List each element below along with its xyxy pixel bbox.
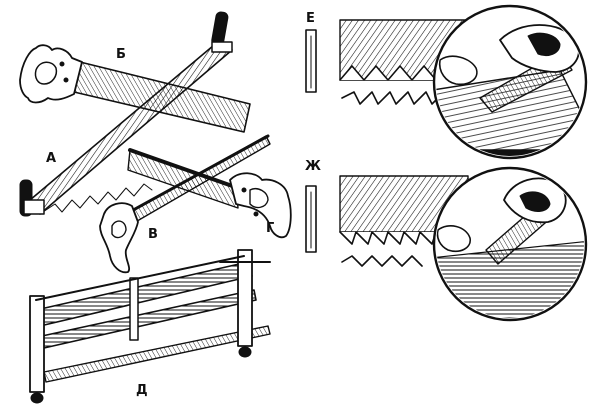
- detail-crosscut: [432, 4, 588, 160]
- saw-d: [29, 249, 271, 404]
- label-v: В: [148, 227, 158, 242]
- label-d: Д: [136, 383, 148, 398]
- saw-b: [19, 44, 251, 133]
- saw-v-g: [99, 134, 292, 274]
- saw-a-handle-top: [211, 11, 233, 53]
- label-zh: Ж: [305, 159, 321, 174]
- detail-rip: [432, 166, 588, 322]
- label-e: Е: [306, 11, 315, 26]
- label-g: Г: [266, 221, 275, 236]
- label-b: Б: [116, 47, 126, 62]
- saw-a-handle-bottom: [19, 179, 45, 217]
- label-a: А: [46, 151, 57, 166]
- tooth-profile-zh: [305, 175, 469, 267]
